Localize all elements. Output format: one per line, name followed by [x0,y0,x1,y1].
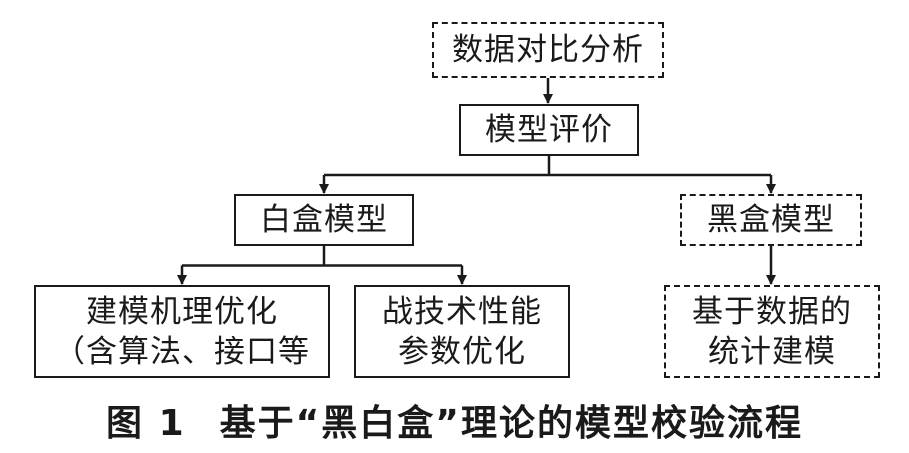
node-label: 模型评价 [485,112,613,148]
node-label: 黑盒模型 [707,202,835,238]
node-label-line-1: 基于数据的 [692,293,852,330]
figure-caption-text: 基于“黑白盒”理论的模型校验流程 [219,403,803,444]
node-label: 数据对比分析 [452,32,644,68]
node-mechanism-optimization: 建模机理优化 （含算法、接口等 [34,285,330,378]
figure-caption: 图 1 基于“黑白盒”理论的模型校验流程 [0,392,909,448]
node-label-line-1: 建模机理优化 [86,293,278,330]
node-label-line-2: （含算法、接口等 [54,333,310,370]
node-model-evaluation: 模型评价 [459,104,639,156]
node-white-box-model: 白盒模型 [234,194,414,246]
node-data-based-statistical-modeling: 基于数据的 统计建模 [664,285,880,378]
figure-label: 图 1 [106,403,186,444]
node-label-line-2: 统计建模 [708,333,836,370]
node-data-compare-analysis: 数据对比分析 [432,22,664,78]
node-black-box-model: 黑盒模型 [680,194,862,246]
node-tactical-performance-parameter-optimization: 战技术性能 参数优化 [354,285,570,378]
node-label: 白盒模型 [260,202,388,238]
node-label-line-2: 参数优化 [398,333,526,370]
node-label-line-1: 战技术性能 [382,293,542,330]
